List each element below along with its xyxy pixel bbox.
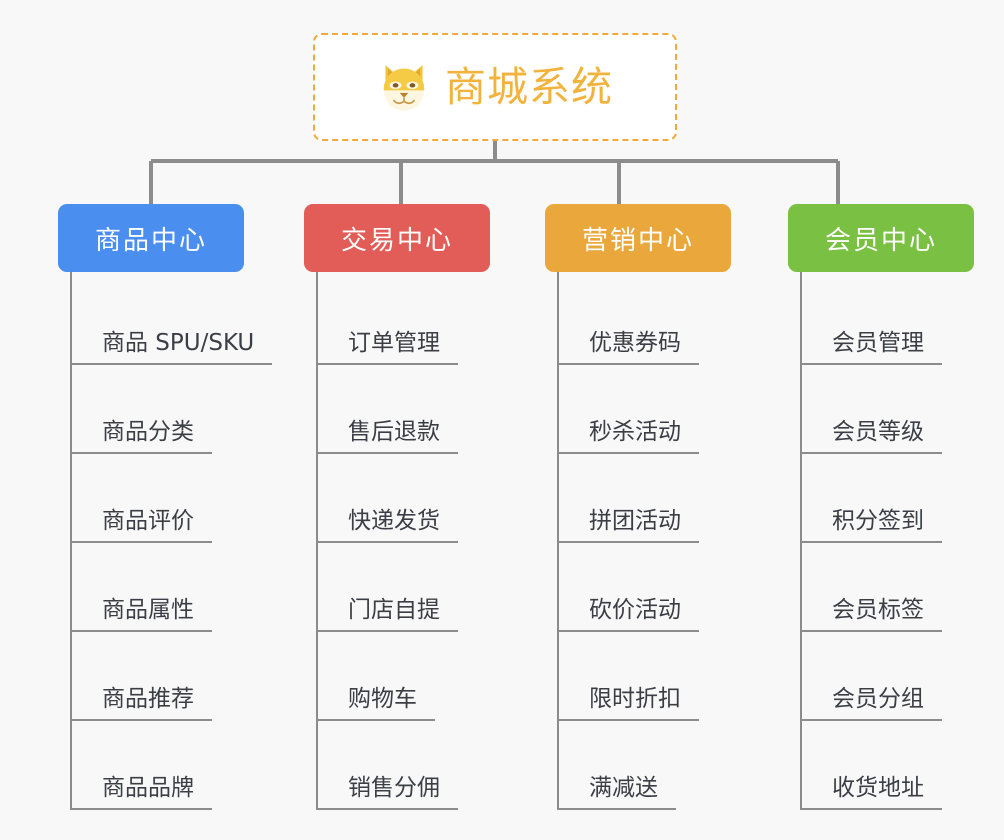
leaf-label: 会员分组 (829, 686, 942, 721)
leaf-item[interactable]: 会员等级 (800, 365, 942, 454)
leaf-item[interactable]: 商品评价 (70, 454, 272, 543)
leaf-label: 砍价活动 (586, 597, 699, 632)
leaf-label: 销售分佣 (345, 775, 458, 810)
leaf-item[interactable]: 商品推荐 (70, 632, 272, 721)
leaf-list-0: 商品 SPU/SKU 商品分类 商品评价 商品属性 商品推荐 商品品牌 (70, 272, 273, 810)
category-label-2: 营销中心 (581, 225, 694, 256)
leaf-label: 商品推荐 (99, 686, 212, 721)
leaf-item[interactable]: 会员标签 (800, 543, 942, 632)
category-column-商品中心: 商品中心 商品 SPU/SKU 商品分类 商品评价 商品属性 商品推荐 (0, 204, 273, 810)
leaf-list-2: 优惠券码 秒杀活动 拼团活动 砍价活动 限时折扣 满减送 (557, 272, 699, 810)
leaf-item[interactable]: 商品分类 (70, 365, 272, 454)
category-header-2[interactable]: 营销中心 (545, 204, 731, 272)
shiba-dog-face-icon (383, 65, 425, 111)
root-node[interactable]: 商城系统 (313, 33, 677, 141)
leaf-label: 商品属性 (99, 597, 212, 632)
leaf-label: 商品 SPU/SKU (99, 330, 273, 365)
leaf-item[interactable]: 门店自提 (316, 543, 458, 632)
leaf-label: 收货地址 (829, 775, 942, 810)
leaf-label: 限时折扣 (586, 686, 699, 721)
leaf-label: 拼团活动 (586, 508, 699, 543)
category-header-3[interactable]: 会员中心 (788, 204, 974, 272)
leaf-label: 秒杀活动 (586, 419, 699, 454)
leaf-label: 快递发货 (345, 508, 458, 543)
leaf-item[interactable]: 商品 SPU/SKU (70, 276, 273, 365)
leaf-item[interactable]: 积分签到 (800, 454, 942, 543)
leaf-label: 商品评价 (99, 508, 212, 543)
leaf-item[interactable]: 售后退款 (316, 365, 458, 454)
leaf-item[interactable]: 秒杀活动 (557, 365, 699, 454)
leaf-label: 购物车 (345, 686, 435, 721)
leaf-item[interactable]: 优惠券码 (557, 276, 699, 365)
leaf-label: 满减送 (586, 775, 676, 810)
category-label-3: 会员中心 (824, 225, 937, 256)
category-label-1: 交易中心 (340, 225, 453, 256)
leaf-item[interactable]: 订单管理 (316, 276, 458, 365)
leaf-item[interactable]: 购物车 (316, 632, 458, 721)
category-label-0: 商品中心 (94, 225, 207, 256)
leaf-label: 优惠券码 (586, 330, 699, 365)
category-header-0[interactable]: 商品中心 (58, 204, 244, 272)
leaf-item[interactable]: 商品属性 (70, 543, 272, 632)
category-column-营销中心: 营销中心 优惠券码 秒杀活动 拼团活动 砍价活动 限时折扣 (502, 204, 753, 810)
leaf-label: 订单管理 (345, 330, 458, 365)
leaf-list-3: 会员管理 会员等级 积分签到 会员标签 会员分组 收货地址 (800, 272, 942, 810)
leaf-item[interactable]: 满减送 (557, 721, 699, 810)
category-columns: 商品中心 商品 SPU/SKU 商品分类 商品评价 商品属性 商品推荐 (0, 204, 1004, 810)
category-column-交易中心: 交易中心 订单管理 售后退款 快递发货 门店自提 购物车 (251, 204, 502, 810)
leaf-item[interactable]: 拼团活动 (557, 454, 699, 543)
leaf-label: 售后退款 (345, 419, 458, 454)
category-header-1[interactable]: 交易中心 (304, 204, 490, 272)
leaf-item[interactable]: 商品品牌 (70, 721, 272, 810)
leaf-label: 积分签到 (829, 508, 942, 543)
leaf-item[interactable]: 收货地址 (800, 721, 942, 810)
leaf-item[interactable]: 限时折扣 (557, 632, 699, 721)
leaf-label: 门店自提 (345, 597, 458, 632)
leaf-label: 会员等级 (829, 419, 942, 454)
leaf-item[interactable]: 会员管理 (800, 276, 942, 365)
leaf-item[interactable]: 销售分佣 (316, 721, 458, 810)
leaf-label: 商品分类 (99, 419, 212, 454)
leaf-item[interactable]: 会员分组 (800, 632, 942, 721)
leaf-item[interactable]: 砍价活动 (557, 543, 699, 632)
leaf-item[interactable]: 快递发货 (316, 454, 458, 543)
category-column-会员中心: 会员中心 会员管理 会员等级 积分签到 会员标签 会员分组 (753, 204, 1004, 810)
leaf-list-1: 订单管理 售后退款 快递发货 门店自提 购物车 销售分佣 (316, 272, 458, 810)
leaf-label: 会员标签 (829, 597, 942, 632)
leaf-label: 商品品牌 (99, 775, 212, 810)
leaf-label: 会员管理 (829, 330, 942, 365)
root-title: 商城系统 (445, 62, 613, 111)
